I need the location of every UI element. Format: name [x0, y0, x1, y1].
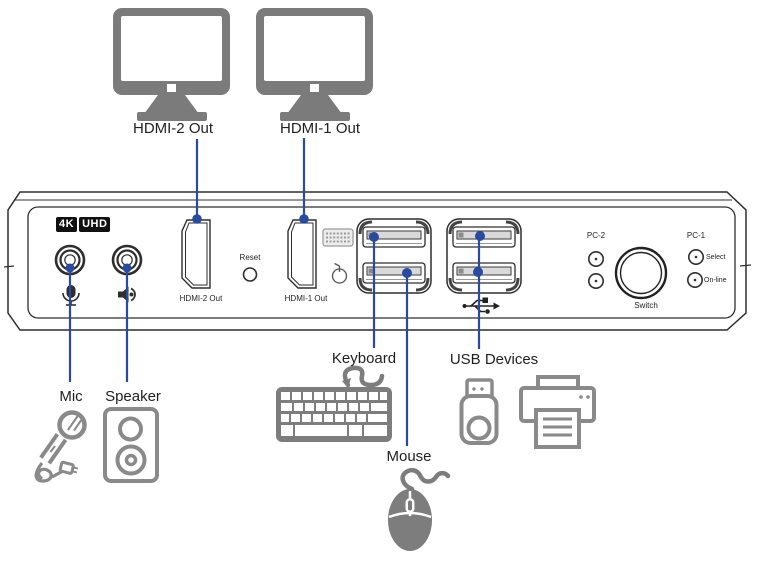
hdmi2-port-label: HDMI-2 Out	[179, 294, 223, 303]
reset-button	[242, 267, 258, 282]
keyboard-port-icon	[322, 228, 354, 247]
pc1-select-led	[687, 249, 705, 266]
pc2-online-led	[587, 272, 605, 290]
speaker-glyph-icon	[118, 286, 136, 303]
badge-uhd: UHD	[79, 217, 111, 232]
reset-label: Reset	[239, 253, 261, 262]
mouse-label: Mouse	[386, 448, 432, 465]
keyboard-icon	[276, 365, 392, 442]
hdmi1-port-icon	[287, 219, 317, 289]
keyboard-label: Keyboard	[331, 350, 397, 367]
pc2-select-led	[587, 251, 605, 268]
usb-port-icon	[357, 219, 431, 293]
usb-flash-drive-icon	[459, 378, 499, 445]
mouse-port-icon	[331, 262, 348, 284]
monitor2-label: HDMI-2 Out	[132, 120, 213, 137]
mic-label: Mic	[59, 388, 83, 405]
mouse-icon	[388, 467, 451, 551]
monitor1-label: HDMI-1 Out	[279, 120, 360, 137]
microphone-icon	[34, 410, 87, 483]
4k-uhd-badge: 4K UHD	[56, 217, 111, 232]
online-label: On-line	[704, 277, 727, 284]
speaker-label: Speaker	[105, 388, 161, 405]
switch-button	[614, 246, 668, 300]
badge-4k: 4K	[56, 217, 78, 232]
pc2-label: PC-2	[586, 231, 606, 240]
printer-icon	[519, 375, 596, 449]
usb-port-icon	[447, 219, 521, 293]
monitor-icon	[256, 8, 373, 121]
connection-lines	[65, 138, 485, 446]
hdmi2-port-icon	[181, 219, 211, 289]
speaker-icon	[103, 407, 159, 483]
connection-dots	[65, 214, 485, 278]
switch-label: Switch	[634, 301, 658, 310]
pc1-online-led	[686, 271, 704, 289]
usb-devices-label: USB Devices	[449, 351, 539, 368]
monitor-icon	[113, 8, 230, 121]
pc1-label: PC-1	[686, 231, 706, 240]
hdmi1-port-label: HDMI-1 Out	[284, 294, 328, 303]
select-label: Select	[706, 254, 726, 261]
